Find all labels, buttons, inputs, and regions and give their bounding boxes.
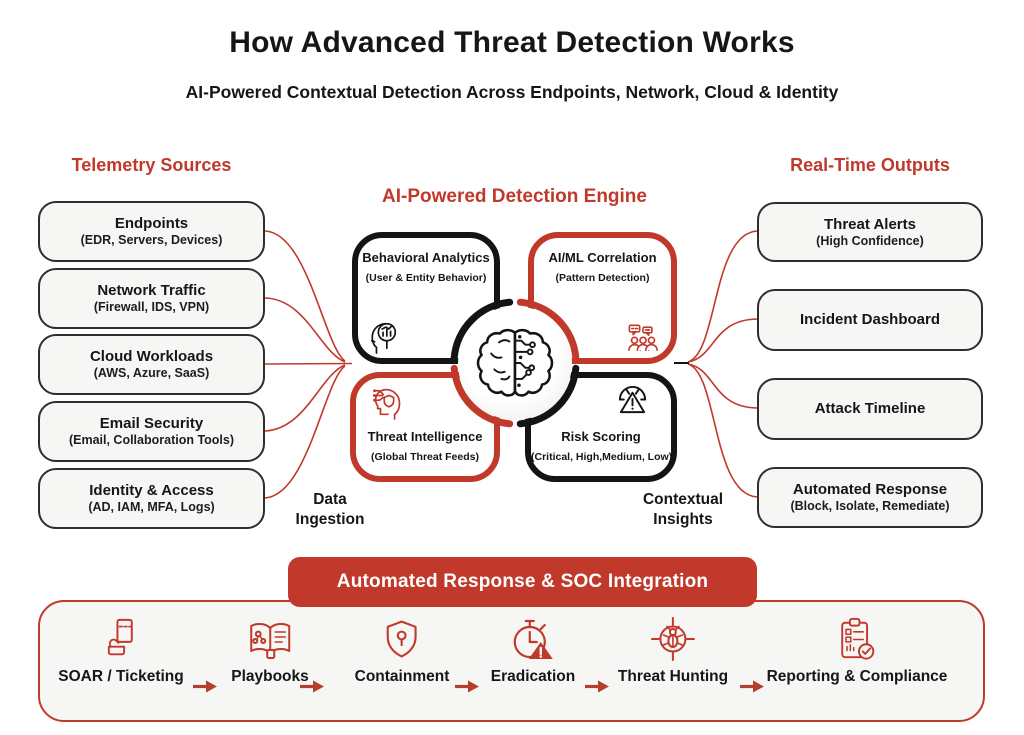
box-title: Attack Timeline	[814, 400, 926, 418]
head-chart-icon	[368, 320, 400, 354]
arrow-right-icon	[455, 680, 479, 693]
soc-banner: Automated Response & SOC Integration	[288, 557, 757, 607]
soc-banner-label: Automated Response & SOC Integration	[336, 571, 709, 592]
telemetry-box-cloud: Cloud Workloads (AWS, Azure, SaaS)	[38, 334, 265, 395]
page-title: How Advanced Threat Detection Works	[229, 26, 795, 59]
module-subtitle: (Pattern Detection)	[555, 272, 650, 285]
box-title: Network Traffic	[97, 282, 206, 299]
box-subtitle: (EDR, Servers, Devices)	[80, 233, 223, 248]
step-soar-ticketing: SOAR / Ticketing	[58, 614, 184, 686]
output-box-attack-timeline: Attack Timeline	[757, 378, 983, 440]
output-box-incident-dashboard: Incident Dashboard	[757, 289, 983, 351]
telemetry-box-identity: Identity & Access (AD, IAM, MFA, Logs)	[38, 468, 265, 529]
box-title: Email Security	[99, 415, 204, 432]
step-label: Containment	[354, 668, 450, 685]
soc-integration-panel	[38, 600, 985, 722]
engine-box-threat-intelligence: Threat Intelligence (Global Threat Feeds…	[350, 372, 500, 482]
arrow-right-icon	[740, 680, 764, 693]
box-title: Incident Dashboard	[799, 311, 941, 329]
module-subtitle: (Critical, High,Medium, Low)	[531, 451, 673, 463]
module-subtitle: (User & Entity Behavior)	[365, 272, 487, 285]
module-title: Behavioral Analytics	[362, 250, 490, 265]
outputs-heading: Real-Time Outputs	[790, 155, 950, 175]
box-subtitle: (AD, IAM, MFA, Logs)	[88, 500, 215, 515]
open-book-icon	[247, 614, 293, 662]
step-reporting-compliance: Reporting & Compliance	[766, 614, 948, 686]
telemetry-box-endpoints: Endpoints (EDR, Servers, Devices)	[38, 201, 265, 262]
brain-circuit-icon	[475, 328, 555, 398]
box-subtitle: (Block, Isolate, Remediate)	[790, 499, 950, 514]
data-ingestion-label: Data Ingestion	[295, 491, 365, 529]
step-label: Eradication	[490, 668, 576, 685]
step-label: Playbooks	[231, 668, 309, 685]
telemetry-heading: Telemetry Sources	[71, 155, 232, 175]
stopwatch-alert-icon	[510, 614, 556, 662]
detection-engine-hub	[458, 306, 572, 420]
arrow-right-icon	[193, 680, 217, 693]
step-label: SOAR / Ticketing	[58, 668, 184, 685]
step-label: Threat Hunting	[617, 668, 729, 685]
head-data-icon	[372, 386, 404, 420]
telemetry-box-network: Network Traffic (Firewall, IDS, VPN)	[38, 268, 265, 329]
contextual-insights-label: Contextual Insights	[642, 491, 724, 529]
output-box-threat-alerts: Threat Alerts (High Confidence)	[757, 202, 983, 262]
box-title: Threat Alerts	[824, 215, 916, 233]
box-subtitle: (AWS, Azure, SaaS)	[93, 366, 210, 381]
step-playbooks: Playbooks	[231, 614, 309, 686]
step-containment: Containment	[354, 614, 450, 686]
engine-heading: AI-Powered Detection Engine	[382, 186, 647, 207]
box-title: Endpoints	[114, 215, 189, 232]
shield-lock-icon	[382, 614, 422, 662]
gauge-alert-icon	[616, 384, 649, 415]
box-subtitle: (High Confidence)	[816, 233, 924, 248]
arrow-right-icon	[300, 680, 324, 693]
crosshair-bug-icon	[650, 614, 696, 662]
box-title: Identity & Access	[89, 482, 214, 499]
ticket-hand-icon	[99, 614, 143, 662]
step-label: Reporting & Compliance	[766, 668, 948, 685]
telemetry-box-email: Email Security (Email, Collaboration Too…	[38, 401, 265, 462]
module-subtitle: (Global Threat Feeds)	[371, 451, 479, 463]
box-subtitle: (Firewall, IDS, VPN)	[93, 300, 210, 315]
step-eradication: Eradication	[491, 614, 575, 686]
box-title: Automated Response	[792, 481, 948, 498]
box-title: Cloud Workloads	[89, 348, 214, 365]
clipboard-check-icon	[835, 614, 879, 662]
module-title: Risk Scoring	[561, 428, 641, 444]
group-chat-icon	[627, 323, 659, 352]
arrow-right-icon	[585, 680, 609, 693]
box-subtitle: (Email, Collaboration Tools)	[68, 433, 235, 448]
step-threat-hunting: Threat Hunting	[618, 614, 728, 686]
module-title: AI/ML Correlation	[548, 250, 657, 265]
page-subtitle: AI-Powered Contextual Detection Across E…	[185, 82, 839, 102]
output-box-automated-response: Automated Response (Block, Isolate, Reme…	[757, 467, 983, 528]
module-title: Threat Intelligence	[367, 428, 483, 444]
